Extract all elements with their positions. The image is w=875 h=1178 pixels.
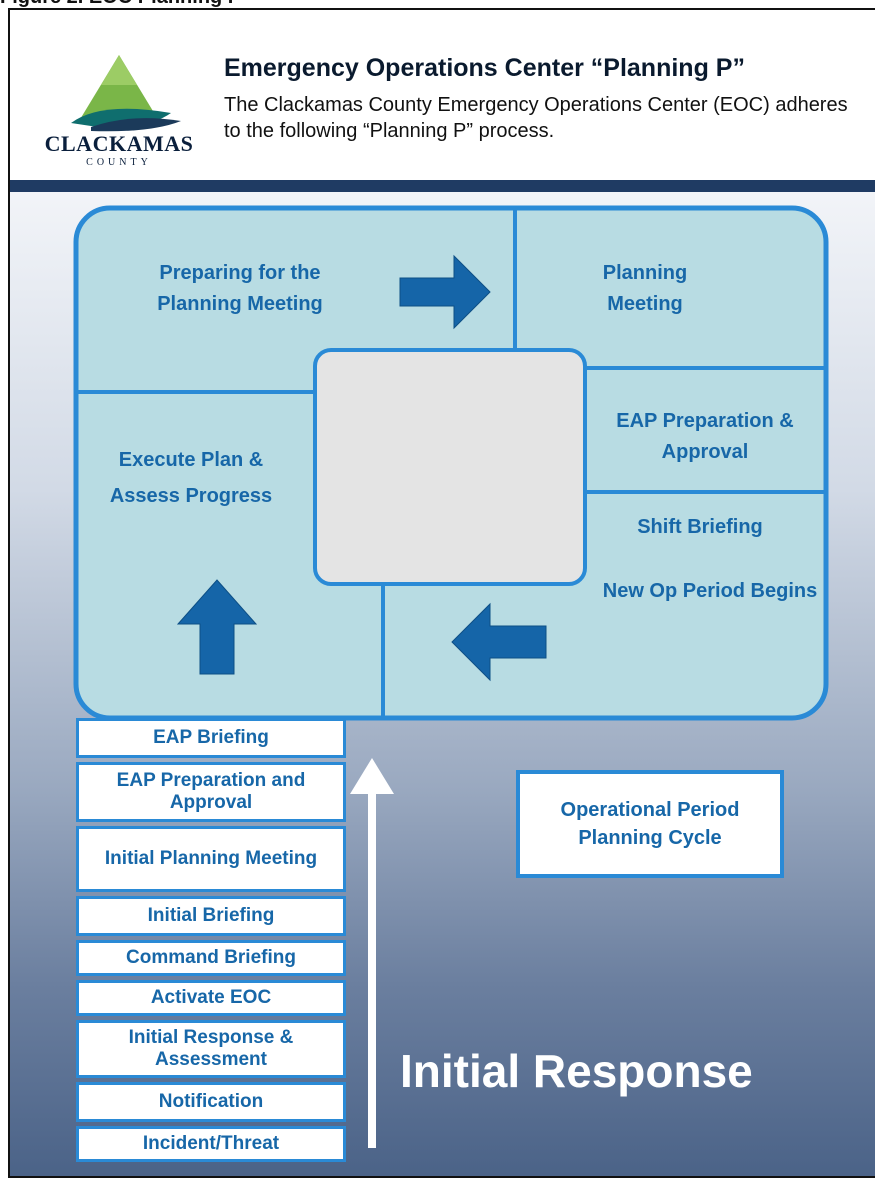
stack-item-command-briefing: Command Briefing — [76, 940, 346, 976]
stack-item-initial-planning-meeting: Initial Planning Meeting — [76, 826, 346, 892]
cycle-diagram — [73, 205, 829, 1148]
stack-item-initial-response: Initial Response & Assessment — [76, 1020, 346, 1078]
stack-item-notification: Notification — [76, 1082, 346, 1122]
county-logo: CLACKAMAS COUNTY — [31, 43, 207, 175]
mountain-logo-icon — [71, 55, 181, 132]
header-divider — [10, 180, 875, 192]
operational-period-box: Operational Period Planning Cycle — [516, 770, 784, 878]
figure-caption: Figure 2. EOC Planning P — [0, 0, 241, 9]
initial-response-heading: Initial Response — [400, 1045, 753, 1097]
new-op-period-label: New Op Period Begins — [602, 580, 818, 602]
stack-item-incident-threat: Incident/Threat — [76, 1126, 346, 1162]
logo-subtitle: COUNTY — [86, 157, 152, 168]
header: CLACKAMAS COUNTY Emergency Operations Ce… — [10, 10, 875, 180]
page-title: Emergency Operations Center “Planning P” — [224, 54, 745, 82]
eap-prep-label: EAP Preparation & Approval — [616, 410, 794, 463]
stack-item-initial-briefing: Initial Briefing — [76, 896, 346, 936]
stack-item-eap-preparation: EAP Preparation and Approval — [76, 762, 346, 822]
diagram-frame: CLACKAMAS COUNTY Emergency Operations Ce… — [8, 8, 875, 1178]
stack-item-eap-briefing: EAP Briefing — [76, 718, 346, 758]
shift-briefing-label: Shift Briefing — [637, 516, 763, 538]
stack-item-activate-eoc: Activate EOC — [76, 980, 346, 1016]
planning-meeting-label: Planning Meeting — [602, 262, 688, 315]
center-box — [313, 348, 587, 586]
execute-plan-label: Execute Plan & Assess Progress — [109, 449, 273, 507]
page-description: The Clackamas County Emergency Operation… — [224, 94, 848, 142]
right-arrow-icon — [399, 254, 491, 330]
preparing-label: Preparing for the Planning Meeting — [157, 262, 323, 315]
timeline-up-arrow-icon — [350, 758, 394, 1148]
logo-wordmark: CLACKAMAS — [44, 131, 194, 156]
left-arrow-icon — [451, 602, 547, 682]
up-arrow-icon — [176, 579, 258, 675]
